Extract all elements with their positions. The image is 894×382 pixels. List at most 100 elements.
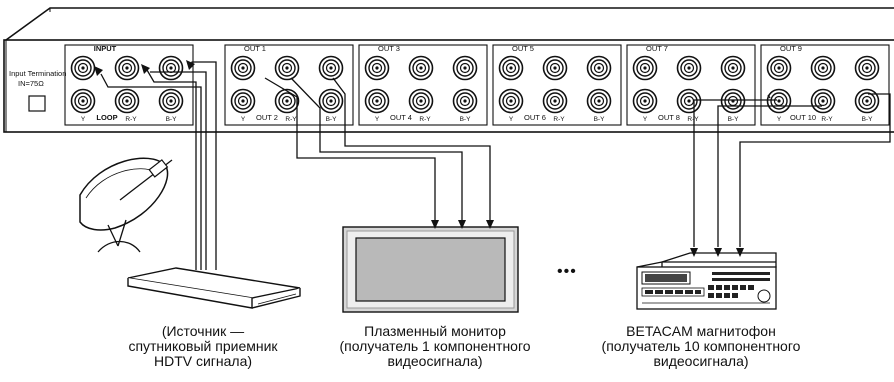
channel-label: R-Y [125, 116, 137, 123]
output-label: OUT 10 [790, 113, 816, 122]
bnc-connector[interactable] [766, 55, 792, 81]
bnc-connector[interactable] [810, 55, 836, 81]
channel-label: B-Y [594, 116, 606, 123]
bnc-connector[interactable] [364, 55, 390, 81]
channel-label: B-Y [728, 116, 740, 123]
termination-switch[interactable] [28, 95, 46, 112]
output-label: OUT 1 [244, 44, 266, 53]
input-label: INPUT [94, 44, 117, 53]
arrowhead [736, 248, 744, 257]
bnc-connector[interactable] [766, 88, 792, 114]
bnc-connector[interactable] [676, 88, 702, 114]
loop-label: LOOP [96, 113, 117, 122]
bnc-connector[interactable] [542, 55, 568, 81]
input-loop-group: INPUT Y R-Y B-Y LOOP [64, 44, 194, 126]
output-label: OUT 9 [780, 44, 802, 53]
output-group: OUT 9 Y R-Y B-Y OUT 10 [760, 44, 890, 126]
arrowhead [141, 64, 150, 74]
bnc-connector[interactable] [854, 88, 880, 114]
source-caption: (Источник — спутниковый приемник HDTV си… [108, 324, 298, 369]
arrowhead [431, 220, 439, 229]
bnc-connector[interactable] [498, 55, 524, 81]
arrowhead [714, 248, 722, 257]
channel-label: R-Y [821, 116, 833, 123]
source-caption-line: (Источник — [161, 323, 245, 339]
bnc-connector[interactable] [854, 55, 880, 81]
output-label: OUT 4 [390, 113, 412, 122]
bnc-connector[interactable] [114, 55, 140, 81]
video-cables [100, 61, 891, 270]
channel-label: B-Y [166, 116, 178, 123]
bnc-connector[interactable] [632, 88, 658, 114]
recorder-caption-line: BETACAM магнитофон [626, 323, 776, 339]
channel-label: Y [375, 116, 380, 123]
channel-label: R-Y [419, 116, 431, 123]
arrowhead [690, 248, 698, 257]
source-caption-line: спутниковый приемник [128, 338, 278, 354]
bnc-connector[interactable] [70, 55, 96, 81]
channel-label: B-Y [326, 116, 338, 123]
channel-label: R-Y [285, 116, 297, 123]
bnc-connector[interactable] [676, 55, 702, 81]
output-label: OUT 7 [646, 44, 668, 53]
output-group: OUT 7 Y R-Y B-Y OUT 8 [626, 44, 756, 126]
bnc-connector[interactable] [586, 55, 612, 81]
monitor-caption: Плазменный монитор (получатель 1 компоне… [330, 324, 540, 369]
arrowhead [458, 220, 466, 229]
plasma-monitor-device [342, 226, 519, 313]
bnc-connector[interactable] [158, 88, 184, 114]
output-label: OUT 5 [512, 44, 534, 53]
ellipsis-more-receivers: ••• [557, 263, 577, 280]
output-group: OUT 1 Y R-Y B-Y OUT 2 [224, 44, 354, 126]
bnc-connector[interactable] [452, 55, 478, 81]
bnc-connector[interactable] [720, 88, 746, 114]
output-group: OUT 3 Y R-Y B-Y OUT 4 [358, 44, 488, 126]
channel-label: Y [643, 116, 648, 123]
betacam-recorder-device [636, 252, 777, 310]
bnc-connector[interactable] [498, 88, 524, 114]
bnc-connector[interactable] [230, 88, 256, 114]
output-label: OUT 6 [524, 113, 546, 122]
channel-label: B-Y [862, 116, 874, 123]
bnc-connector[interactable] [364, 88, 390, 114]
channel-label: B-Y [460, 116, 472, 123]
bnc-connector[interactable] [452, 88, 478, 114]
channel-label: R-Y [687, 116, 699, 123]
bnc-connector[interactable] [114, 88, 140, 114]
source-caption-line: HDTV сигнала) [153, 353, 253, 369]
bnc-connector[interactable] [720, 55, 746, 81]
channel-label: Y [81, 116, 86, 123]
output-label: OUT 8 [658, 113, 680, 122]
bnc-connector[interactable] [274, 55, 300, 81]
bnc-connector[interactable] [230, 55, 256, 81]
satellite-dish-icon [79, 157, 173, 253]
monitor-caption-line: Плазменный монитор [364, 323, 506, 339]
satellite-receiver-device [127, 267, 301, 309]
bnc-connector[interactable] [70, 88, 96, 114]
bnc-connector[interactable] [318, 88, 344, 114]
bnc-connector[interactable] [274, 88, 300, 114]
arrowhead [486, 220, 494, 229]
recorder-caption-line: видеосигнала) [653, 353, 749, 369]
bnc-connector[interactable] [632, 55, 658, 81]
recorder-caption-line: (получатель 10 компонентного [601, 338, 801, 354]
bnc-connector[interactable] [318, 55, 344, 81]
channel-label: R-Y [553, 116, 565, 123]
bnc-connector[interactable] [408, 55, 434, 81]
arrowhead [186, 60, 195, 70]
output-label: OUT 3 [378, 44, 400, 53]
bnc-connector[interactable] [408, 88, 434, 114]
bnc-connector[interactable] [158, 55, 184, 81]
termination-label: Input Termination [9, 69, 66, 78]
bnc-connector[interactable] [542, 88, 568, 114]
arrowhead [94, 66, 103, 76]
output-group: OUT 5 Y R-Y B-Y OUT 6 [492, 44, 622, 126]
output-label: OUT 2 [256, 113, 278, 122]
termination-impedance: IN=75Ω [18, 79, 44, 88]
bnc-connector[interactable] [586, 88, 612, 114]
bnc-connector[interactable] [810, 88, 836, 114]
channel-label: Y [241, 116, 246, 123]
distribution-amplifier-panel [3, 7, 894, 133]
channel-label: Y [777, 116, 782, 123]
channel-label: Y [509, 116, 514, 123]
